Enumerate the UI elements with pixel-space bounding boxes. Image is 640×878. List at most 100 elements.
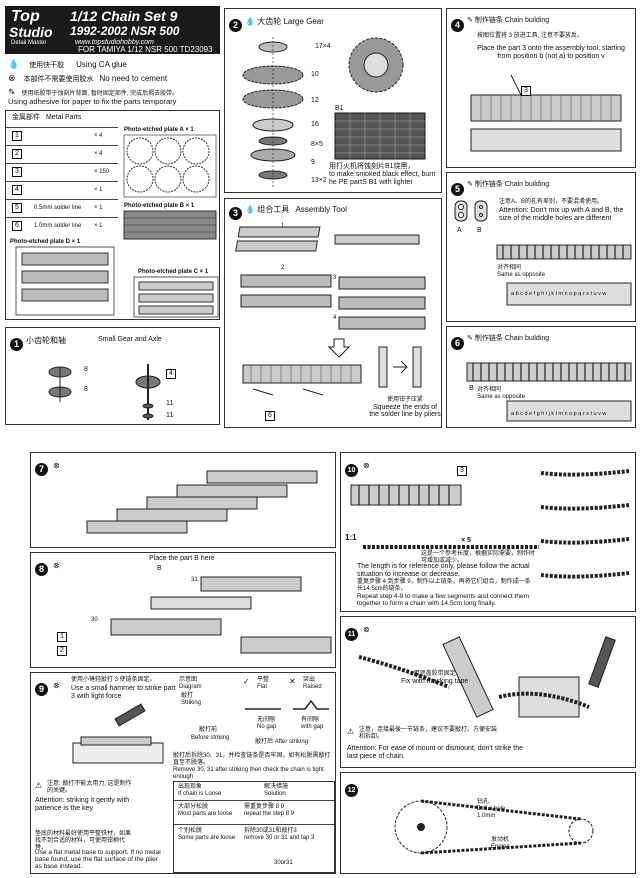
- pe-plate-b-drawing: [123, 210, 217, 240]
- step-10-ref-en: The length is for reference only, please…: [357, 563, 530, 578]
- for-line: FOR TAMIYA 1/12 NSR 500 TD23093: [75, 45, 216, 54]
- phenomenon-cn: 出现现象: [178, 784, 203, 790]
- step-9-hammer-en: Use a small hammer to strike part 3 with…: [71, 685, 176, 700]
- no-cement-en: No need to cement: [99, 74, 168, 83]
- no-cement-cn: 本部件不需要使用胶水: [23, 76, 94, 83]
- assembly-tool-exploded-drawing: [235, 226, 426, 330]
- parts-row-qty: × 4: [94, 133, 103, 139]
- step-9-metal-cn: 垫底的材料最好使用平整铁材，如果找不到合适的材料，可使用钳柄代替。: [35, 831, 132, 851]
- pe-plate-c-drawing: [133, 276, 219, 318]
- step-5-same-cn: 对齐相同: [497, 265, 522, 271]
- step-4-note-cn: 按图位置将 3 放进工具, 注意不要放反。: [477, 33, 584, 39]
- step-12-engine-cn: 发动机: [491, 837, 510, 843]
- step-9-hammer-cn: 使用小锤轻敲打 3 使链条固定。: [71, 677, 156, 683]
- droplet-icon: 💧: [245, 205, 255, 214]
- parts-row-desc: 0.5mm solder line: [34, 205, 82, 211]
- parts-row-qty: × 4: [94, 151, 103, 157]
- parts-row-divider: [6, 145, 118, 146]
- step-12-panel: 12 钻孔 Drill a hole 1.0mm 发动机 Engine: [340, 772, 636, 874]
- product-years: 1992-2002 NSR 500: [70, 24, 180, 38]
- step-10-repeat-en: Repeat step 4-9 to make a few segments a…: [357, 593, 529, 607]
- pe-a-label: Photo-etched plate A × 1: [124, 127, 194, 133]
- step-6-alphabet: a b c d e f g h i j k l m n o p q r s t …: [511, 411, 607, 417]
- brush-icon: ✎: [467, 181, 473, 188]
- step-12-engine-en: Engine: [491, 844, 510, 850]
- logo-top: Top: [11, 8, 40, 25]
- step-12-number: 12: [345, 784, 358, 797]
- chain-segment-tool-drawing: [350, 484, 462, 506]
- step-12-drill-en: Drill a hole: [477, 806, 506, 812]
- step-2-label-10: 10: [311, 71, 319, 78]
- step-9-flat-cn: 平整: [257, 677, 270, 683]
- step-3-panel: 3 💧 组合工具 Assembly Tool 1 2 3 4 6 使用钳子压紧 …: [224, 198, 442, 428]
- step-9-before-en: Before striking: [191, 735, 230, 741]
- tool-plates-exploded-drawing: [86, 470, 318, 534]
- step-2-label-12: 12: [311, 97, 319, 104]
- loose-most-cn: 大部分松脱: [178, 804, 209, 810]
- parts-row-number: 4: [12, 185, 22, 195]
- step-2-number: 2: [229, 19, 242, 32]
- loose-most-en: Most parts are loose: [178, 811, 233, 817]
- loose-some-cn: 个别松脱: [178, 828, 203, 834]
- repeat-step-en: repeat the step 8 9: [244, 811, 295, 817]
- step-11-tape-cn: 用遮盖胶带固定: [413, 671, 456, 677]
- ca-glue-en: Using CA glue: [76, 60, 127, 69]
- no-glue-icon: ⊗: [53, 461, 60, 470]
- step-2-label-9: 9: [311, 159, 315, 166]
- step-8-label-31: 31: [191, 577, 198, 583]
- step-11-warn-en: Attention: For ease of mount or dismount…: [347, 745, 524, 760]
- step-3-label-2: 2: [281, 265, 285, 271]
- step-9-warn-cn: 注意: 敲打不能太用力, 这是制作的关键。: [47, 781, 132, 794]
- parts-row-qty: × 1: [94, 205, 103, 211]
- step-2-panel: 2 💧 大齿轮 Large Gear 17×4 10 12 16 8×5 9 1…: [224, 8, 442, 193]
- step-9-warn-en: Attention: striking it gently with patie…: [35, 797, 130, 812]
- step-2-label-16: 16: [311, 121, 319, 128]
- step-2-label-8x5: 8×5: [311, 141, 323, 148]
- step-1-number: 1: [10, 338, 23, 351]
- website: www.topstudiohobby.com: [75, 39, 154, 46]
- adhesive-en: Using adhesive for paper to fix the part…: [8, 97, 177, 106]
- step-5-number: 5: [451, 183, 464, 196]
- step-5-label-b: B: [477, 227, 482, 234]
- warning-icon: ⚠: [35, 781, 43, 790]
- step-8-label-30: 30: [91, 617, 98, 623]
- step-3-pliers-en: Squeeze the ends of the solder line by p…: [369, 404, 441, 418]
- step-9-flat-en: Flat: [257, 684, 268, 690]
- step-9-striking-cn: 敲打: [181, 693, 194, 699]
- remove-part-en: remove 30 or 31 and tap 3: [244, 835, 315, 841]
- step-11-number: 11: [345, 628, 358, 641]
- brush-icon: ✎: [467, 335, 473, 342]
- step-9-nogap-cn: 无间隙: [257, 717, 276, 723]
- chain-on-sprockets-drawing: [394, 799, 594, 855]
- legend: 💧 使用快干胶 Using CA glue ⊗ 本部件不需要使用胶水 No ne…: [8, 60, 220, 110]
- parts-row-qty: × 1: [94, 187, 103, 193]
- chain-on-tool-drawing: [496, 244, 632, 260]
- step-11-tape-en: Fix with masking tape: [401, 678, 469, 685]
- step-10-ref-cn: 这是一个参考长度，根据实际需要，制作时可增加或减少。: [421, 551, 536, 564]
- droplet-icon: 💧: [245, 17, 255, 26]
- step-3-label-1: 1: [281, 223, 285, 229]
- tool-strip-drawing: [506, 282, 632, 306]
- step-4-number: 4: [451, 19, 464, 32]
- step-5-note-cn: 注意A、B的孔有差别，不要混淆使用。: [499, 199, 604, 205]
- flat-raised-compare-drawing: [245, 699, 329, 710]
- step-9-remove-cn: 敲打后拆除30、31，并检查链条是否牢固，如有松脱需敲打直至不脱落。: [173, 753, 331, 766]
- step-9-panel: 9 ⊗ 使用小锤轻敲打 3 使链条固定。 Use a small hammer …: [30, 672, 336, 874]
- remove-part-cn: 拆除30或31和敲打3: [244, 828, 297, 834]
- step-9-before-cn: 敲打前: [199, 727, 218, 733]
- tape-icon: ✎: [8, 87, 16, 97]
- solution-cn: 解决措施: [264, 784, 289, 790]
- tool-plates-stacked-drawing: [110, 576, 332, 654]
- parts-row-number: 6: [12, 221, 22, 231]
- step-9-diagram-en: Diagram: [179, 684, 202, 690]
- step-1-part-4: 4: [166, 369, 176, 379]
- step-9-diagram-cn: 示意图: [179, 677, 198, 683]
- pliers-squeeze-drawing: [378, 346, 422, 388]
- step-6-panel: 6 ✎ 制作链条 Chain building B 对齐相同 Same as o…: [446, 326, 636, 428]
- step-9-raised-en: Raised: [303, 684, 322, 690]
- step-5-note-en: Attention: Don't mix up with A and B, th…: [499, 207, 624, 222]
- loose-some-en: Some parts are loose: [178, 835, 236, 841]
- step-5-label-a: A: [457, 227, 462, 234]
- step-6-en: Chain building: [504, 335, 550, 342]
- pe-plate-a-drawing: [123, 134, 217, 198]
